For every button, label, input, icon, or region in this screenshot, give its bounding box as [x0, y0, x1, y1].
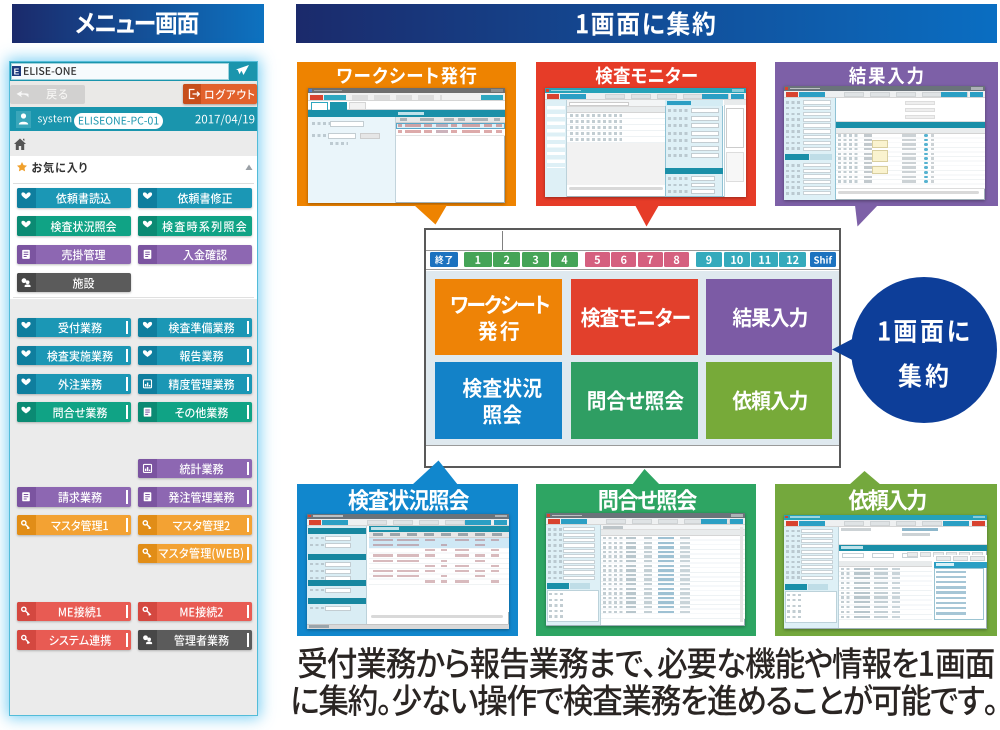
svg-text:E: E [14, 66, 20, 76]
